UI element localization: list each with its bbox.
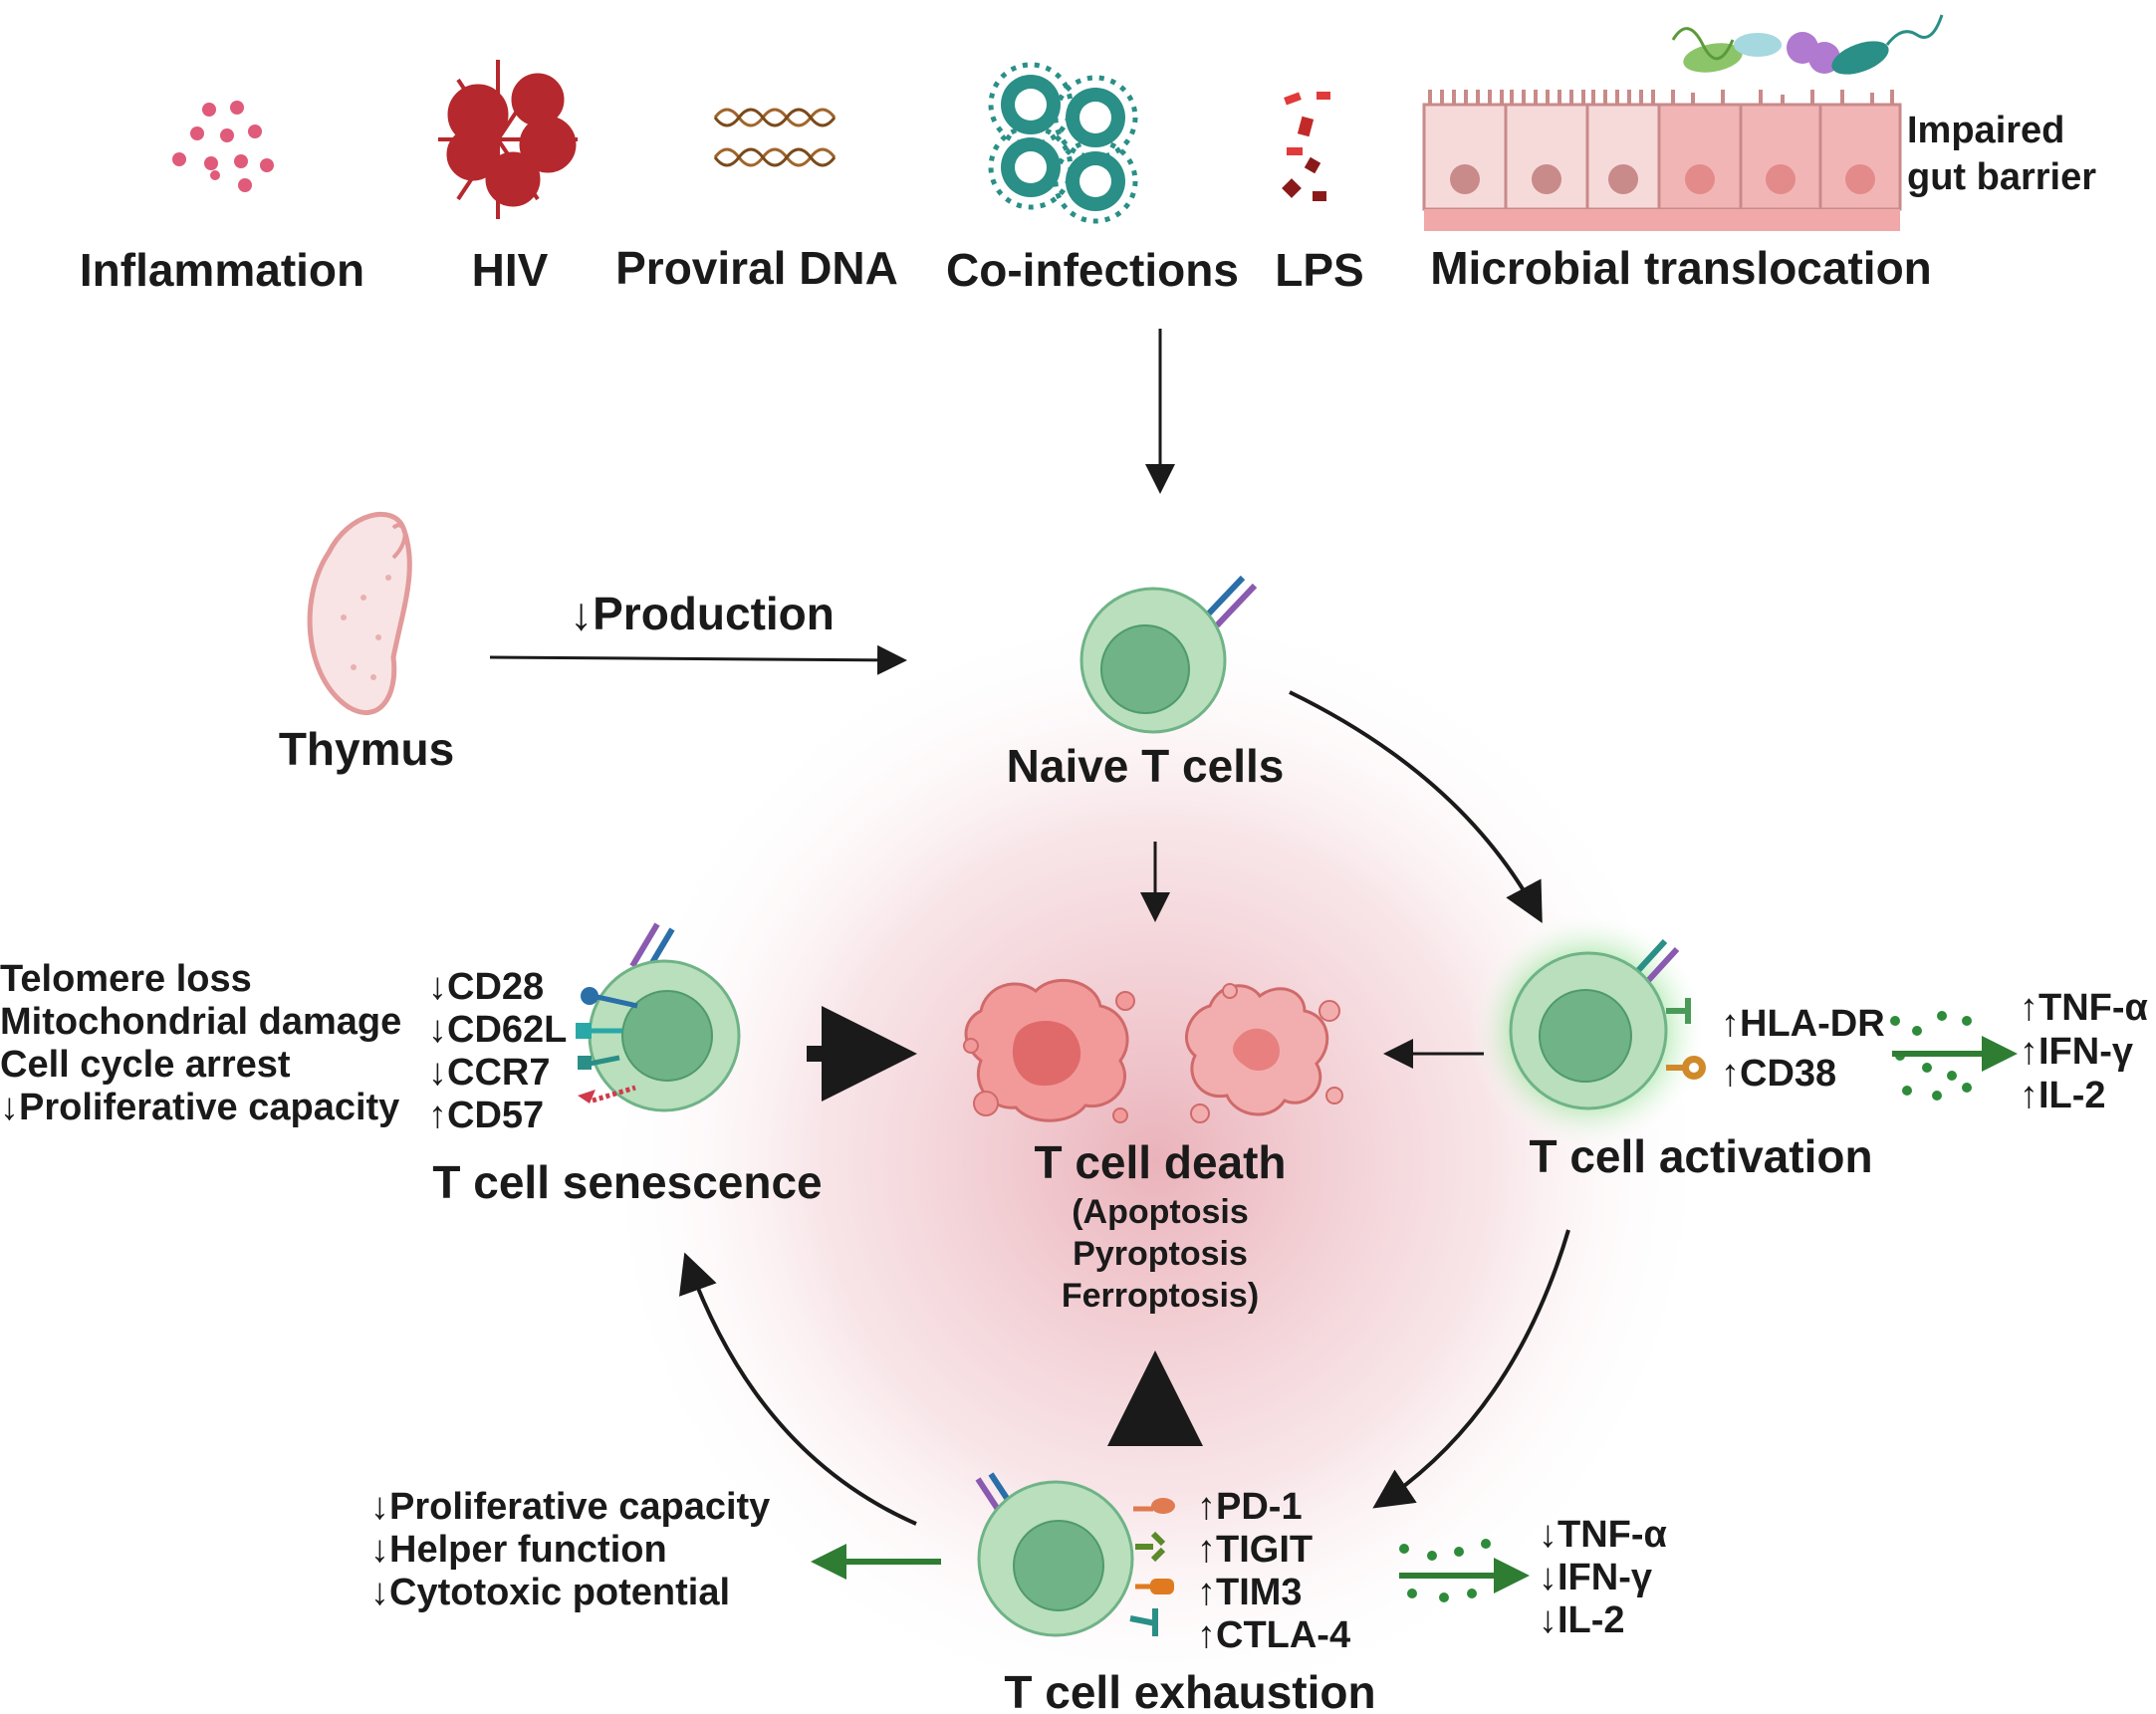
senescent-t-cell — [576, 922, 741, 1112]
senescence-cause-1: Telomere loss — [0, 958, 252, 1000]
arrow-naive-to-activation — [1289, 690, 1543, 924]
activation-cytokine-il2: ↑IL-2 — [2020, 1075, 2106, 1116]
dying-cell-left — [963, 978, 1135, 1123]
arrow-thymus-to-naive — [489, 644, 907, 675]
co-infection-icon — [988, 62, 1138, 224]
senescence-marker-cd62l: ↓CD62L — [428, 1009, 567, 1051]
production-label: ↓Production — [570, 588, 835, 639]
arrow-exhaustion-to-senescence — [678, 1252, 917, 1526]
impaired-gut-barrier-label-1: Impaired — [1907, 110, 2064, 151]
death-type-ferroptosis: Ferroptosis) — [1062, 1277, 1259, 1315]
senescence-cause-4: ↓Proliferative capacity — [0, 1087, 399, 1128]
naive-t-cells-label: Naive T cells — [1007, 740, 1285, 792]
exhaustion-cytokine-ifn: ↓IFN-γ — [1539, 1557, 1652, 1598]
hiv-label: HIV — [472, 244, 549, 296]
activation-cytokine-ifn: ↑IFN-γ — [2020, 1031, 2133, 1073]
activation-cytokine-tnf: ↑TNF-α — [2020, 987, 2148, 1029]
exhaustion-marker-tim3: ↑TIM3 — [1197, 1572, 1303, 1613]
senescence-marker-cd28: ↓CD28 — [428, 966, 544, 1008]
naive-t-cell — [1079, 575, 1258, 734]
exhaustion-consequence-2: ↓Helper function — [370, 1529, 667, 1571]
co-infections-label: Co-infections — [946, 244, 1239, 296]
t-cell-exhaustion-label: T cell exhaustion — [1004, 1666, 1375, 1714]
inflammation-label: Inflammation — [80, 244, 364, 296]
hiv-virus-icon — [438, 60, 578, 219]
t-cell-death-label: T cell death — [1034, 1136, 1286, 1188]
senescence-cause-2: Mitochondrial damage — [0, 1001, 401, 1043]
activation-marker-cd38: ↑CD38 — [1721, 1053, 1836, 1095]
exhaustion-marker-tigit: ↑TIGIT — [1197, 1529, 1313, 1571]
exhausted-t-cell — [975, 1472, 1175, 1637]
thymus-label: Thymus — [279, 723, 454, 775]
senescence-marker-cd57: ↑CD57 — [428, 1095, 544, 1136]
death-type-pyroptosis: Pyroptosis — [1073, 1235, 1248, 1273]
lps-icon — [1282, 92, 1330, 201]
exhaustion-marker-pd1: ↑PD-1 — [1197, 1486, 1303, 1528]
microbial-translocation-label: Microbial translocation — [1430, 242, 1932, 294]
impaired-gut-barrier-label-2: gut barrier — [1907, 156, 2096, 198]
exhaustion-cytokine-dots — [1399, 1539, 1491, 1602]
gut-barrier-icon — [1422, 14, 1944, 231]
exhaustion-consequence-1: ↓Proliferative capacity — [370, 1486, 770, 1528]
senescence-cause-3: Cell cycle arrest — [0, 1044, 291, 1086]
t-cell-activation-label: T cell activation — [1529, 1130, 1872, 1182]
exhaustion-cytokine-il2: ↓IL-2 — [1539, 1599, 1625, 1641]
death-type-apoptosis: (Apoptosis — [1072, 1193, 1249, 1231]
exhaustion-consequence-3: ↓Cytotoxic potential — [370, 1572, 730, 1613]
central-glow — [598, 603, 1713, 1714]
activation-marker-hla-dr: ↑HLA-DR — [1721, 1003, 1885, 1045]
inflammation-icon — [172, 101, 274, 192]
exhaustion-marker-ctla4: ↑CTLA-4 — [1197, 1614, 1350, 1656]
thymus-icon — [307, 511, 412, 715]
t-cell-senescence-label: T cell senescence — [432, 1156, 822, 1208]
lps-label: LPS — [1275, 244, 1363, 296]
dying-cell-right — [1184, 983, 1343, 1123]
exhaustion-cytokine-tnf: ↓TNF-α — [1539, 1514, 1667, 1556]
arrow-activation-to-exhaustion — [1372, 1229, 1570, 1509]
proviral-dna-icon — [713, 108, 837, 167]
senescence-marker-ccr7: ↓CCR7 — [428, 1052, 550, 1094]
proviral-dna-label: Proviral DNA — [615, 242, 898, 294]
activated-t-cell — [1509, 938, 1706, 1110]
